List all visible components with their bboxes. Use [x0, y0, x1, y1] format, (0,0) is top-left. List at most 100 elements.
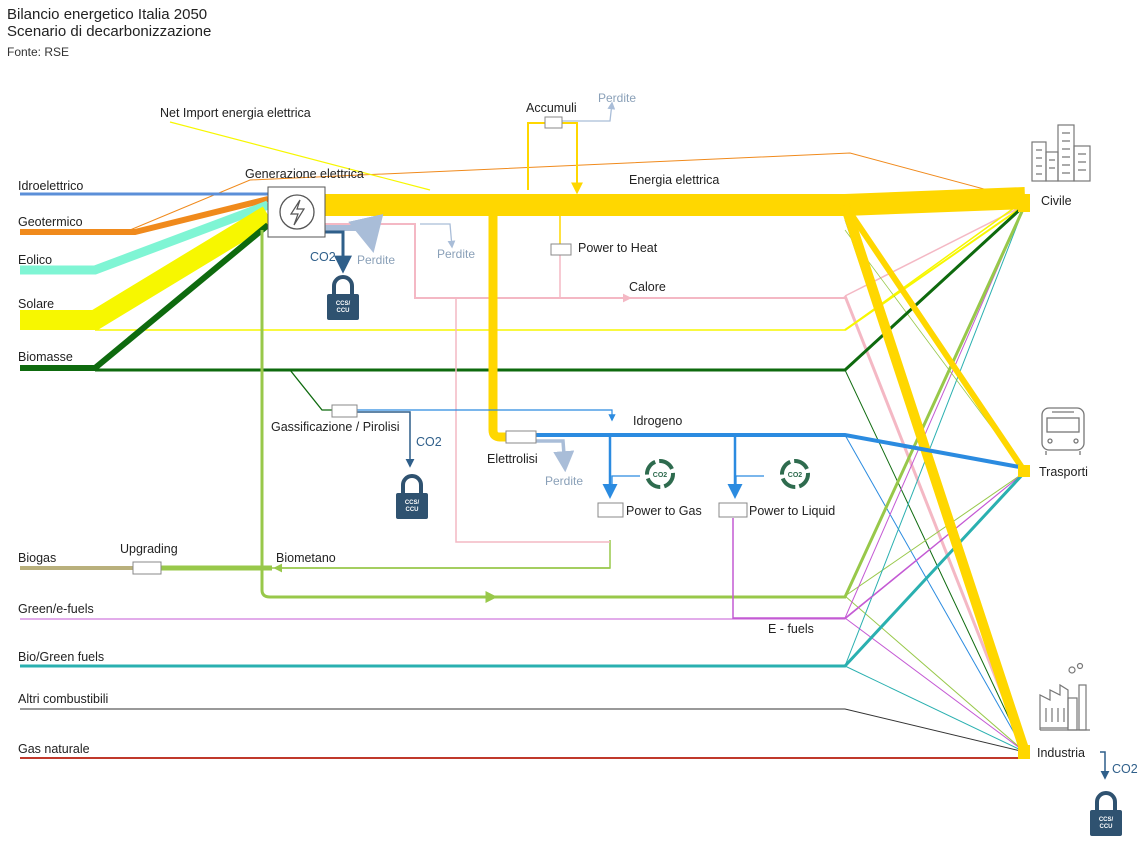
- idrogeno-to-industria: [844, 434, 1026, 753]
- accumuli-return: [562, 122, 583, 195]
- biometano-label: Biometano: [276, 551, 336, 565]
- elec-to-trasporti: [842, 203, 1028, 474]
- node-boxes: [132, 116, 748, 575]
- biomasse-line: [20, 222, 270, 371]
- electricity-flows: [325, 122, 1030, 754]
- idrogeno-main: [536, 433, 1026, 470]
- power-to-gas-label: Power to Gas: [626, 504, 702, 518]
- padlock-icon: CCS/ CCU: [325, 275, 361, 322]
- gassificazione-box: [331, 404, 358, 418]
- upgrading-box: [132, 561, 162, 575]
- eolico-label: Eolico: [18, 253, 52, 267]
- biomasse-direct-line: [95, 203, 1027, 372]
- co2-badge-text: CO2: [788, 472, 803, 479]
- lightning-icon: [279, 194, 315, 230]
- sector-bars: [1018, 194, 1030, 759]
- gas-naturale-label: Gas naturale: [18, 742, 90, 756]
- trasporti-arrival: [1018, 465, 1030, 477]
- header: Bilancio energetico Italia 2050 Scenario…: [7, 6, 211, 60]
- efuel-flows: [732, 518, 845, 619]
- power-to-heat-label: Power to Heat: [578, 241, 658, 255]
- industria-co2-arrow: [1100, 751, 1110, 780]
- perdite-generazione-arrow: [325, 213, 384, 254]
- elettrolisi-box: [505, 430, 537, 444]
- biomasse-to-industria: [844, 369, 1026, 753]
- solare-label: Solare: [18, 297, 54, 311]
- altri-combustibili-label: Altri combustibili: [18, 692, 108, 706]
- gassificazione-label: Gassificazione / Pirolisi: [271, 420, 400, 434]
- eolico-line: [20, 200, 270, 275]
- ccs-label-1: CCS/: [336, 301, 351, 307]
- lightning-bolt-shape: [289, 199, 306, 226]
- civile-label: Civile: [1041, 194, 1072, 208]
- co2-recycle-liquid-link: [735, 475, 764, 487]
- co2-industria-label: CO2: [1112, 762, 1138, 776]
- upgrading-label: Upgrading: [120, 542, 178, 556]
- title-line-1: Bilancio energetico Italia 2050: [7, 6, 208, 23]
- biogas-label: Biogas: [18, 551, 56, 565]
- co2-generazione-label: CO2: [310, 250, 336, 264]
- perdite-accumuli-arrow: [562, 101, 616, 122]
- power-to-heat-box: [550, 243, 572, 256]
- hydrogen-flows: [536, 433, 1026, 499]
- geotermico-line: [20, 196, 269, 235]
- energia-elettrica-main: [325, 187, 1026, 216]
- calore-loop-line: [455, 298, 610, 543]
- perdite-elettrolisi-label: Perdite: [545, 474, 583, 488]
- co2-gassificazione-label: CO2: [416, 435, 442, 449]
- biomasse-to-gassificazione: [289, 369, 332, 411]
- e-fuels-line: [732, 518, 845, 619]
- elec-to-accumuli: [527, 122, 545, 190]
- green-to-industria: [844, 617, 1026, 753]
- gassificazione-to-idrogeno: [357, 409, 616, 422]
- e-fuels-label: E - fuels: [768, 622, 814, 636]
- ccs-label-2: CCU: [1100, 824, 1113, 830]
- green-efuels-line: [20, 471, 1026, 620]
- padlock-icon: CCS/ CCU: [1088, 791, 1124, 838]
- net-import-label: Net Import energia elettrica: [160, 106, 311, 120]
- co2-generation: [325, 230, 1110, 780]
- bio-to-industria: [844, 665, 1026, 753]
- loss-flows: [325, 101, 616, 473]
- idroelettrico-label: Idroelettrico: [18, 179, 83, 193]
- bio-green-fuels-line: [20, 470, 1027, 668]
- co2-recycle-gas-link: [611, 475, 640, 487]
- factory-icon: [1039, 662, 1090, 731]
- labels: Net Import energia elettrica Idroelettri…: [18, 91, 1138, 776]
- co2-badge-text: CO2: [653, 472, 668, 479]
- source-note: Fonte: RSE: [7, 45, 70, 59]
- buildings-icon: [1031, 124, 1091, 182]
- perdite-rete-arrow: [420, 223, 456, 249]
- gassificazione-co2-arrow: [357, 411, 415, 468]
- accumuli-label: Accumuli: [526, 101, 577, 115]
- ccs-label-2: CCU: [337, 308, 350, 314]
- bio-green-fuels-label: Bio/Green fuels: [18, 650, 104, 664]
- solare-line: [20, 206, 274, 330]
- co2-recycle-icon: CO2: [645, 459, 675, 489]
- altri-combustibili-line: [20, 708, 1026, 753]
- generazione-co2-arrow: [325, 230, 352, 274]
- civile-arrival: [1018, 194, 1030, 212]
- power-to-liquid-label: Power to Liquid: [749, 504, 835, 518]
- bus-icon: [1041, 407, 1085, 455]
- gassification-flows: [289, 369, 616, 468]
- industria-label: Industria: [1037, 746, 1085, 760]
- power-to-gas-box: [597, 502, 624, 518]
- accumuli-box: [544, 116, 563, 129]
- perdite-generazione-label: Perdite: [357, 253, 395, 267]
- geotermico-thin-line: [129, 152, 1026, 231]
- generazione-label: Generazione elettrica: [245, 167, 364, 181]
- title-line-2: Scenario di decarbonizzazione: [7, 23, 212, 40]
- biomasse-label: Biomasse: [18, 350, 73, 364]
- padlock-icon: CCS/ CCU: [394, 474, 430, 521]
- elec-to-industria: [840, 203, 1030, 754]
- biometano-to-industria: [844, 595, 1026, 753]
- biomethane-flows: [160, 204, 1027, 603]
- green-efuels-label: Green/e-fuels: [18, 602, 94, 616]
- elettrolisi-label: Elettrolisi: [487, 452, 538, 466]
- perdite-rete-label: Perdite: [437, 247, 475, 261]
- bio-to-civile: [844, 204, 1026, 667]
- calore-main-line: [325, 223, 845, 299]
- industria-arrival: [1018, 745, 1030, 759]
